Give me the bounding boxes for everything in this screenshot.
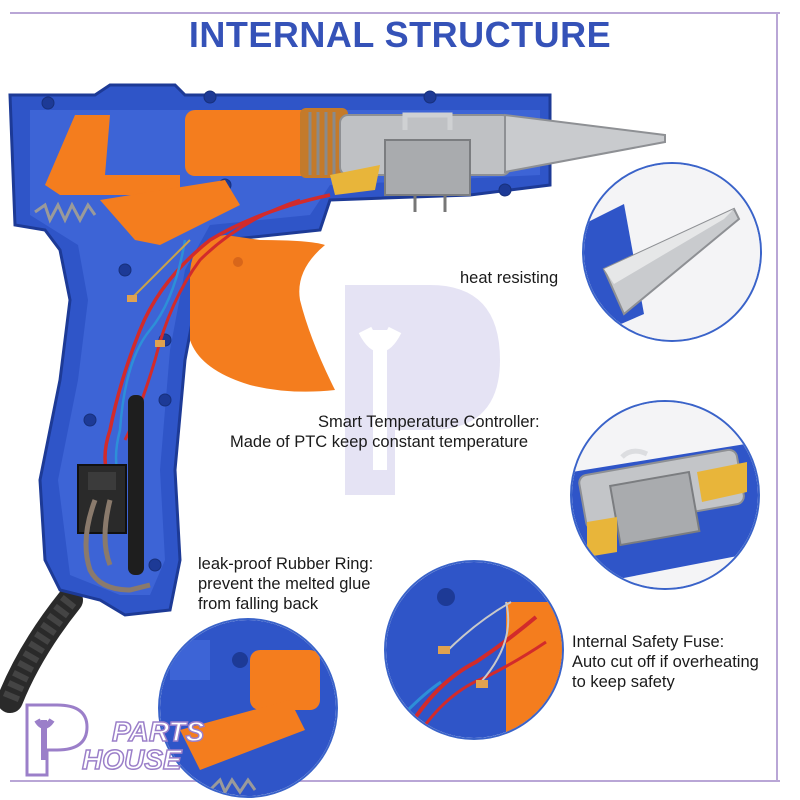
rubber-ring-title: leak-proof Rubber Ring: [198,555,374,573]
safety-fuse-title: Internal Safety Fuse: [572,633,725,651]
nozzle-tip [504,113,666,174]
frame-right-line [776,12,778,782]
detail-circle-safety-fuse [384,560,564,740]
temp-controller-title: Smart Temperature Controller: [318,413,540,431]
watermark-logo [345,285,500,495]
detail-circle-nozzle-tip [582,162,762,342]
ptc-clamp [384,139,471,196]
brand-name-line2: HOUSE [81,744,182,775]
pusher-arm [45,115,180,195]
wire-sleeve [128,395,144,575]
heat-resisting-label: heat resisting [460,269,559,287]
rubber-ring-desc-1: prevent the melted glue [198,575,371,593]
rubber-ring-desc-2: from falling back [198,595,319,613]
detail-circle-ptc [570,400,760,590]
temp-controller-desc: Made of PTC keep constant temperature [230,433,529,451]
spring [34,201,97,224]
frame-top-line [10,12,780,14]
safety-fuse-desc-1: Auto cut off if overheating [572,653,759,671]
page-title: INTERNAL STRUCTURE [188,14,612,55]
safety-fuse-desc-2: to keep safety [572,673,675,691]
brand-name-line1: PARTS [111,716,205,747]
trigger [190,235,335,392]
detail-circle-rubber-ring [158,618,338,798]
frame-bottom-line [10,780,780,782]
brand-logo-icon [25,703,89,777]
